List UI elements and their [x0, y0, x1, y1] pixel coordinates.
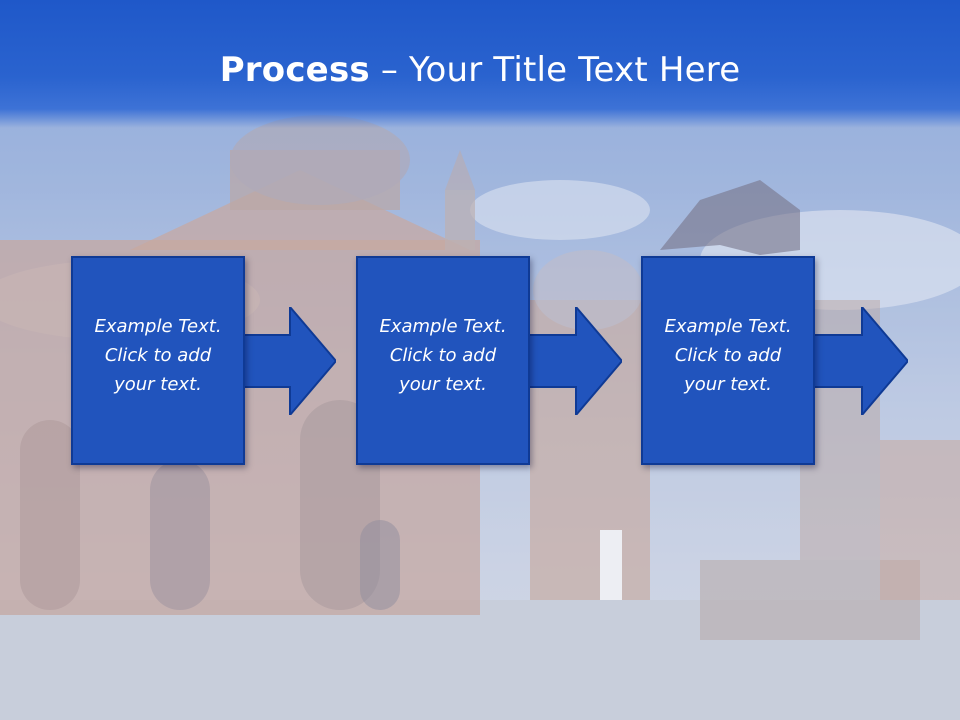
step-2-line-3: your text. [399, 374, 487, 395]
process-arrow-2 [526, 307, 622, 415]
process-arrow-1 [240, 307, 336, 415]
step-1-line-3: your text. [114, 374, 202, 395]
title-rest: – Your Title Text Here [369, 50, 741, 90]
process-arrow-3 [812, 307, 908, 415]
step-1-line-2: Click to add [104, 345, 212, 366]
step-3-line-1: Example Text. [664, 316, 792, 337]
process-step-3[interactable]: Example Text. Click to add your text. [641, 256, 815, 465]
title-bold: Process [219, 50, 370, 90]
title-bar [0, 0, 960, 128]
step-1-text[interactable]: Example Text. Click to add your text. [79, 312, 237, 399]
step-1-line-1: Example Text. [94, 316, 222, 337]
step-3-line-3: your text. [684, 374, 772, 395]
process-step-2[interactable]: Example Text. Click to add your text. [356, 256, 530, 465]
process-step-1[interactable]: Example Text. Click to add your text. [71, 256, 245, 465]
step-2-line-1: Example Text. [379, 316, 507, 337]
slide-title[interactable]: Process – Your Title Text Here [0, 50, 960, 90]
step-3-line-2: Click to add [674, 345, 782, 366]
step-2-line-2: Click to add [389, 345, 497, 366]
step-3-text[interactable]: Example Text. Click to add your text. [649, 312, 807, 399]
step-2-text[interactable]: Example Text. Click to add your text. [364, 312, 522, 399]
